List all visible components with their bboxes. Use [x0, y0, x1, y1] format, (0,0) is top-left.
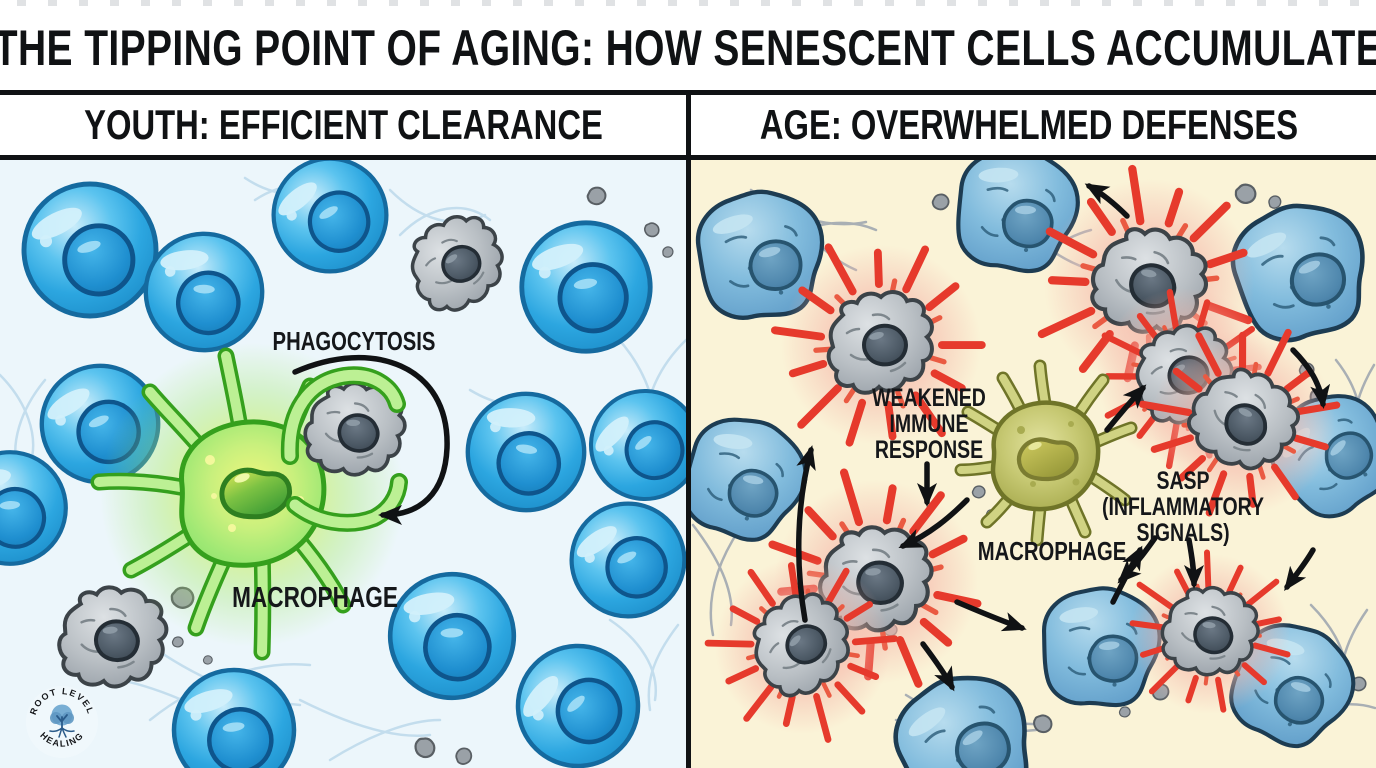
age-panel: WEAKENED IMMUNE RESPONSE MACROPHAGE SASP… — [691, 160, 1376, 768]
healthy-cell — [576, 376, 686, 514]
svg-text:MACROPHAGE: MACROPHAGE — [232, 580, 398, 613]
arrow — [796, 445, 816, 623]
arrow — [1183, 537, 1204, 589]
age-header: AGE: OVERWHELMED DEFENSES — [759, 101, 1298, 148]
senescent-cell — [397, 204, 517, 323]
phagocytosis-label: PHAGOCYTOSIS — [273, 327, 436, 356]
healthy-cell — [499, 627, 657, 768]
root-level-healing-logo: ROOT LEVEL HEALING — [26, 686, 98, 758]
healthy-cell — [263, 160, 397, 282]
svg-text:SASP: SASP — [1156, 467, 1209, 495]
arrow — [898, 497, 970, 549]
age-header-cell: AGE: OVERWHELMED DEFENSES — [686, 95, 1371, 155]
logo-tree-icon — [49, 704, 75, 738]
youth-panel: PHAGOCYTOSIS MACROPHAGE ROOT LEVEL HEALI… — [0, 160, 686, 768]
arrow — [1284, 547, 1316, 592]
arrow — [1084, 183, 1130, 219]
weakened-immune-label: WEAKENED IMMUNE RESPONSE — [872, 384, 986, 464]
svg-text:WEAKENED: WEAKENED — [872, 384, 986, 412]
macrophage-olive — [954, 359, 1138, 547]
cropped-edge-marks — [0, 0, 1376, 6]
svg-text:IMMUNE: IMMUNE — [889, 410, 968, 438]
center-divider — [686, 90, 691, 768]
healthy-cell — [376, 560, 529, 713]
age-illustration: WEAKENED IMMUNE RESPONSE MACROPHAGE SASP… — [691, 160, 1376, 768]
svg-text:MACROPHAGE: MACROPHAGE — [978, 537, 1127, 566]
healthy-cell — [564, 496, 686, 623]
healthy-cell — [447, 373, 604, 530]
healthy-cell — [164, 660, 303, 768]
title-band: THE TIPPING POINT OF AGING: HOW SENESCEN… — [0, 6, 1376, 90]
phagocytosis-cup — [280, 366, 408, 532]
arrow — [1104, 384, 1147, 433]
sasp-label: SASP (INFLAMMATORY SIGNALS) — [1102, 467, 1264, 547]
macrophage-label-right: MACROPHAGE — [978, 537, 1127, 566]
flow-arrows — [796, 183, 1331, 692]
arrow — [1290, 347, 1331, 409]
arrow — [920, 641, 955, 692]
senescent-sasp — [775, 245, 982, 445]
arrow — [1117, 535, 1158, 584]
svg-text:(INFLAMMATORY: (INFLAMMATORY — [1102, 493, 1264, 521]
senescent-sasp — [1116, 293, 1368, 548]
svg-text:PHAGOCYTOSIS: PHAGOCYTOSIS — [273, 327, 436, 356]
healthy-cell — [24, 184, 156, 316]
phagocytosis-arrow — [292, 355, 450, 525]
senescent-sasp — [691, 529, 919, 766]
panel-headers: YOUTH: EFFICIENT CLEARANCE AGE: OVERWHEL… — [0, 95, 1376, 155]
senescent-sasp — [1123, 542, 1297, 723]
youth-header: YOUTH: EFFICIENT CLEARANCE — [83, 101, 603, 148]
arrow — [954, 599, 1027, 632]
healthy-cell — [513, 214, 658, 359]
svg-text:SIGNALS): SIGNALS) — [1136, 519, 1229, 547]
youth-illustration: PHAGOCYTOSIS MACROPHAGE ROOT LEVEL HEALI… — [0, 160, 686, 768]
olive-spots — [1017, 421, 1080, 487]
svg-text:RESPONSE: RESPONSE — [875, 436, 983, 464]
macrophage-label-left: MACROPHAGE — [232, 580, 398, 613]
youth-header-cell: YOUTH: EFFICIENT CLEARANCE — [0, 95, 686, 155]
senescent-cells-sasp — [691, 160, 1368, 767]
page-title: THE TIPPING POINT OF AGING: HOW SENESCEN… — [0, 20, 1376, 76]
